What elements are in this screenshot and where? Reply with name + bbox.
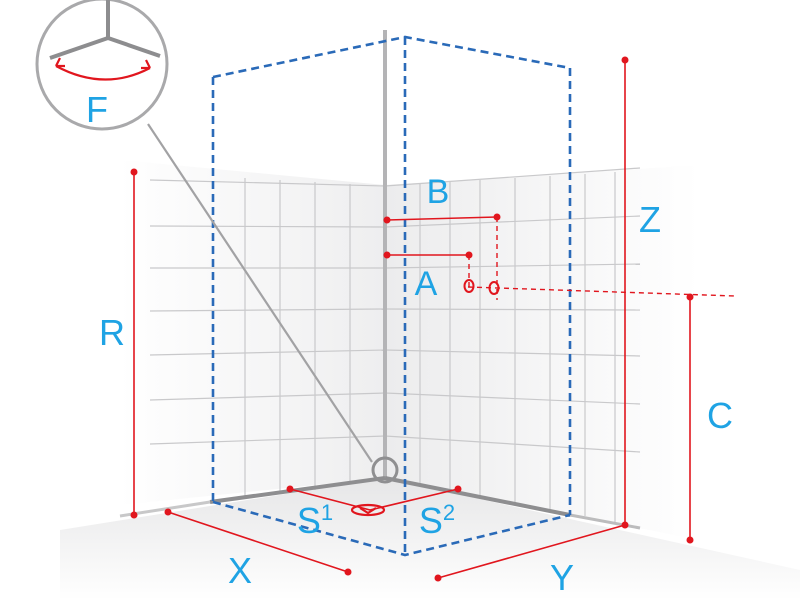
magnifier-circle [35, 0, 169, 131]
floor [60, 478, 800, 600]
tile-grid [149, 167, 641, 522]
angle-arc [55, 65, 151, 81]
right-wall [385, 165, 700, 540]
dimension-lines [130, 56, 736, 582]
label-c: C [707, 395, 733, 436]
label-b: B [427, 173, 450, 211]
corner-indicator-circle [371, 456, 399, 484]
label-z: Z [639, 199, 661, 240]
labels: F B A Z R C S1 S2 X Y [86, 89, 733, 598]
label-y: Y [550, 557, 574, 598]
label-f: F [86, 89, 108, 130]
shower-enclosure-outline [211, 35, 572, 557]
label-s1: S1 [297, 500, 333, 541]
corner-magnifier-callout [35, 0, 399, 484]
label-r: R [99, 312, 125, 353]
label-x: X [228, 550, 252, 591]
label-s2: S2 [419, 500, 455, 541]
left-wall [120, 160, 385, 505]
label-a: A [415, 265, 438, 303]
room-walls [60, 160, 800, 600]
